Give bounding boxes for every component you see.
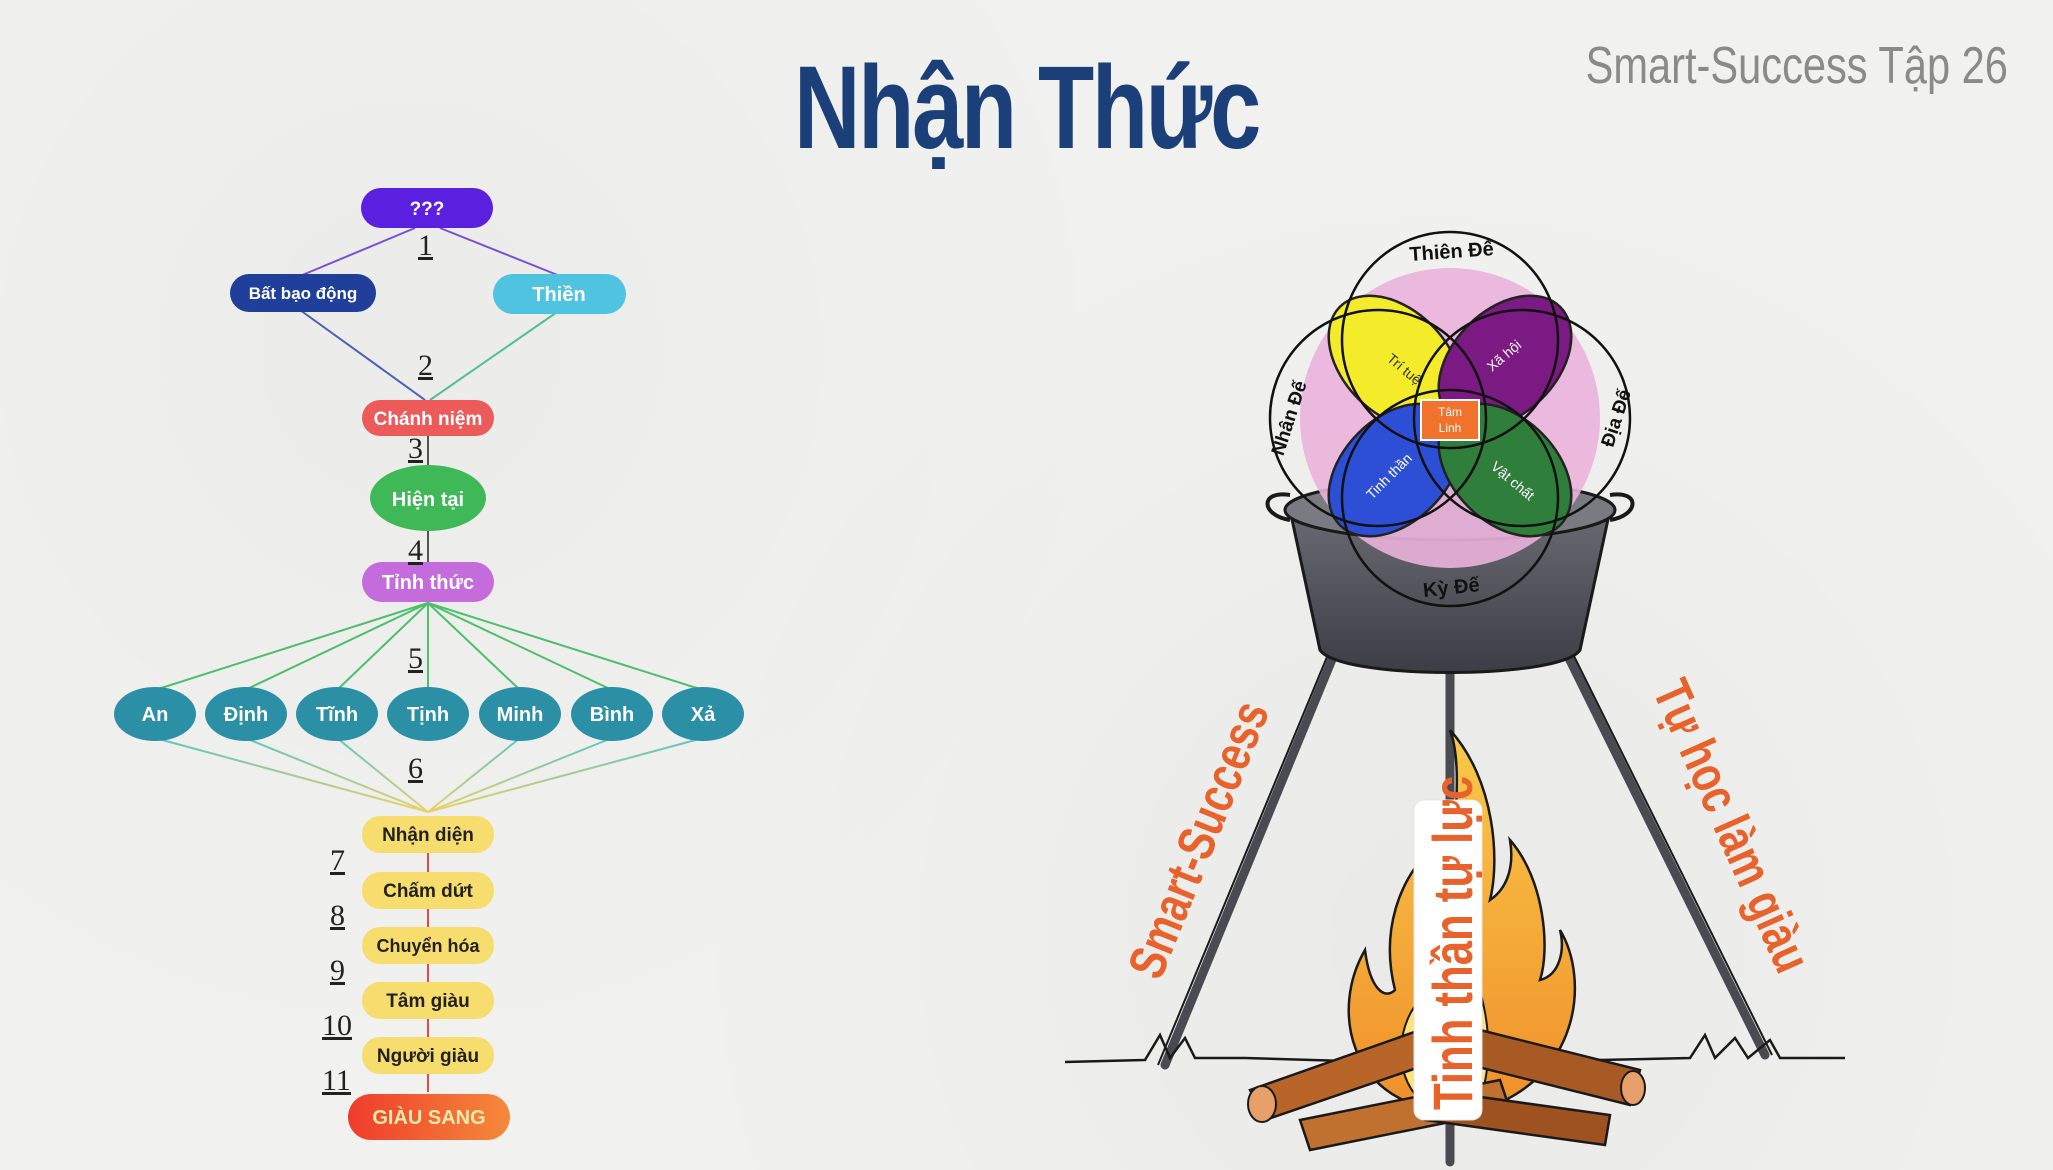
quality-node: Tĩnh	[296, 687, 378, 741]
node-mindfulness: Chánh niệm	[362, 400, 494, 436]
step-number: 6	[408, 752, 423, 785]
stage-node: Người giàu	[362, 1037, 494, 1074]
flow-connectors	[154, 227, 704, 1092]
step-number: 2	[418, 349, 433, 382]
node-top: ???	[361, 188, 493, 228]
step-number: 10	[322, 1009, 352, 1042]
quality-label: Định	[224, 704, 268, 726]
step-number: 9	[330, 954, 345, 987]
step-number: 5	[408, 642, 423, 675]
node-branch-left-label: Bất bạo động	[249, 284, 358, 303]
step-number: 3	[408, 432, 423, 465]
center-banner-label: Tinh thần tự lực	[1422, 776, 1484, 1110]
quality-node: Minh	[479, 687, 561, 741]
quality-label: Xả	[691, 704, 716, 726]
quality-node: Xả	[662, 687, 744, 741]
quality-node: Bình	[571, 687, 653, 741]
node-final: GIÀU SANG	[348, 1094, 510, 1140]
pot-labels: Smart-Success Tự học làm giàu Tinh thần …	[1117, 671, 1823, 1110]
quality-label: Tịnh	[407, 704, 449, 726]
node-branch-right: Thiền	[493, 274, 626, 314]
stage-label: Tâm giàu	[386, 991, 469, 1012]
node-mindfulness-label: Chánh niệm	[374, 409, 483, 430]
node-branch-right-label: Thiền	[532, 284, 585, 306]
page-title: Nhận Thức	[794, 42, 1261, 174]
stage-label: Chấm dứt	[383, 881, 473, 902]
venn-center-label-2: Linh	[1439, 421, 1462, 435]
stage-node: Chuyển hóa	[362, 927, 494, 964]
node-awake-label: Tỉnh thức	[382, 572, 474, 594]
step-number: 4	[408, 534, 423, 567]
step-number: 7	[330, 844, 345, 877]
node-final-label: GIÀU SANG	[372, 1106, 485, 1129]
stage-label: Chuyển hóa	[376, 936, 480, 956]
stage-node: Nhận diện	[362, 816, 494, 853]
quality-node: Định	[205, 687, 287, 741]
quality-node: Tịnh	[387, 687, 469, 741]
node-branch-left: Bất bạo động	[230, 274, 376, 312]
node-awake: Tỉnh thức	[362, 562, 494, 602]
right-leg-label: Tự học làm giàu	[1642, 671, 1822, 981]
quality-label: An	[142, 704, 169, 726]
venn-center-label: Tâm	[1438, 405, 1462, 419]
stage-label: Nhận diện	[382, 825, 474, 846]
stage-list: Nhận diện Chấm dứt Chuyển hóa Tâm giàu N…	[362, 816, 494, 1074]
node-top-label: ???	[410, 199, 445, 220]
node-present: Hiện tại	[370, 465, 486, 531]
quality-label: Tĩnh	[316, 704, 358, 726]
quality-node: An	[114, 687, 196, 741]
quality-label: Bình	[590, 704, 634, 726]
quality-row: An Định Tĩnh Tịnh Minh Bình Xả	[114, 687, 744, 741]
step-number: 1	[418, 229, 433, 262]
stage-node: Tâm giàu	[362, 982, 494, 1019]
stage-label: Người giàu	[377, 1046, 479, 1067]
venn-diagram: Tâm Linh Trí tuệ Xã hội Vật chất Tinh th…	[1268, 230, 1636, 608]
venn-outer-label: Thiên Đế	[1409, 238, 1496, 266]
step-numbers: 1 2 3 4 5 6 7 8 9 10 11	[322, 229, 433, 1097]
page-subtitle: Smart-Success Tập 26	[1585, 37, 2008, 95]
node-present-label: Hiện tại	[392, 489, 464, 511]
step-number: 8	[330, 899, 345, 932]
quality-label: Minh	[497, 704, 544, 726]
step-number: 11	[322, 1064, 351, 1097]
stage-node: Chấm dứt	[362, 872, 494, 909]
